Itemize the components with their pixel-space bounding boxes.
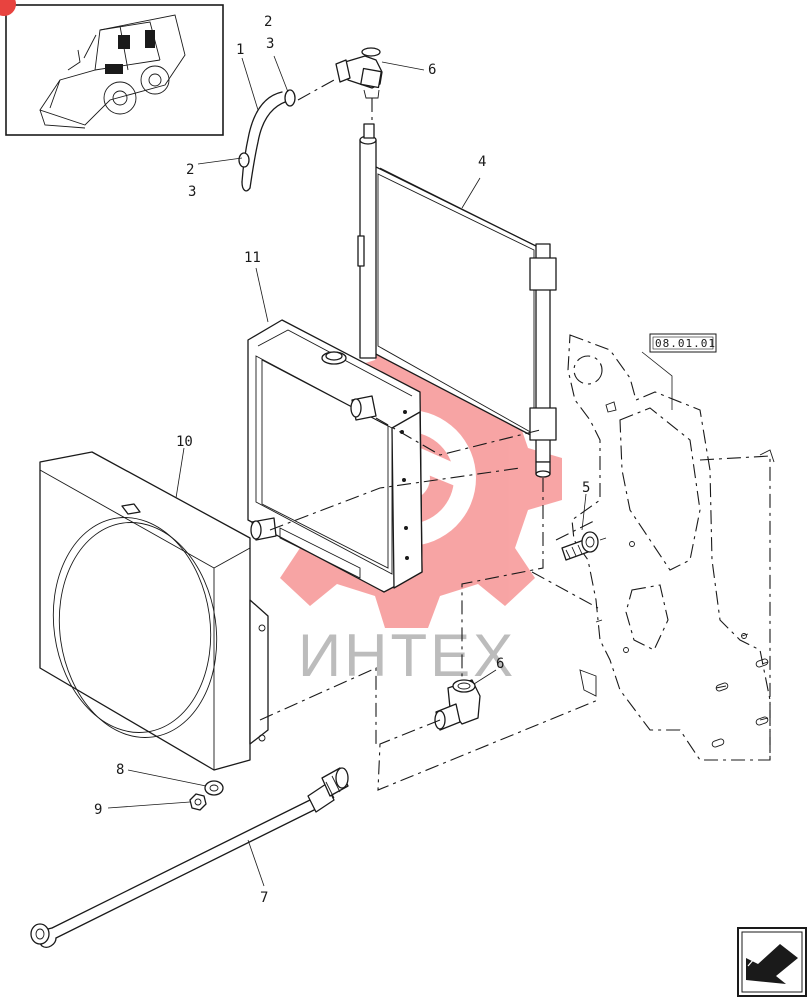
callout-6-top: 6 xyxy=(428,62,436,78)
engine-frame-plate xyxy=(567,334,775,761)
part-8-washer xyxy=(204,780,224,796)
part-7-tube xyxy=(30,767,349,948)
callout-10: 10 xyxy=(176,434,193,450)
callout-11: 11 xyxy=(244,250,261,266)
part-11-radiator xyxy=(247,319,423,593)
part-6-elbow-bottom xyxy=(434,679,481,731)
callout-labels: 1 2 3 2 3 6 4 11 10 5 6 8 9 7 xyxy=(94,14,590,906)
skid-steer-loader-icon xyxy=(39,14,186,129)
callout-6-bottom: 6 xyxy=(496,656,504,672)
leader-lines xyxy=(107,55,673,887)
reference-box-label: 08.01.01 xyxy=(655,337,716,350)
callout-5: 5 xyxy=(582,480,590,496)
callout-4: 4 xyxy=(478,154,486,170)
part-4-oil-cooler xyxy=(357,123,557,478)
part-9-nut xyxy=(189,793,207,811)
callout-7: 7 xyxy=(260,890,268,906)
callout-2-bottom: 2 xyxy=(186,162,194,178)
callout-3-bottom: 3 xyxy=(188,184,196,200)
watermark-text: ИНТЕХ xyxy=(298,622,516,689)
hose-clamp-top xyxy=(284,89,296,107)
part-5-bolt xyxy=(561,531,599,561)
reference-box[interactable]: 08.01.01 xyxy=(649,333,717,353)
part-1-hose xyxy=(238,89,296,192)
callout-3-top: 3 xyxy=(266,36,274,52)
part-10-fan-shroud xyxy=(39,451,269,771)
callout-8: 8 xyxy=(116,762,124,778)
corner-badge xyxy=(0,0,16,16)
assembly-lines xyxy=(259,79,599,791)
next-page-arrow-icon[interactable] xyxy=(737,927,807,997)
thumbnail-inset xyxy=(0,0,224,136)
part-6-elbow-top xyxy=(335,47,383,99)
callout-9: 9 xyxy=(94,802,102,818)
callout-1: 1 xyxy=(236,42,244,58)
callout-2-top: 2 xyxy=(264,14,272,30)
hose-clamp-bottom xyxy=(238,152,250,168)
